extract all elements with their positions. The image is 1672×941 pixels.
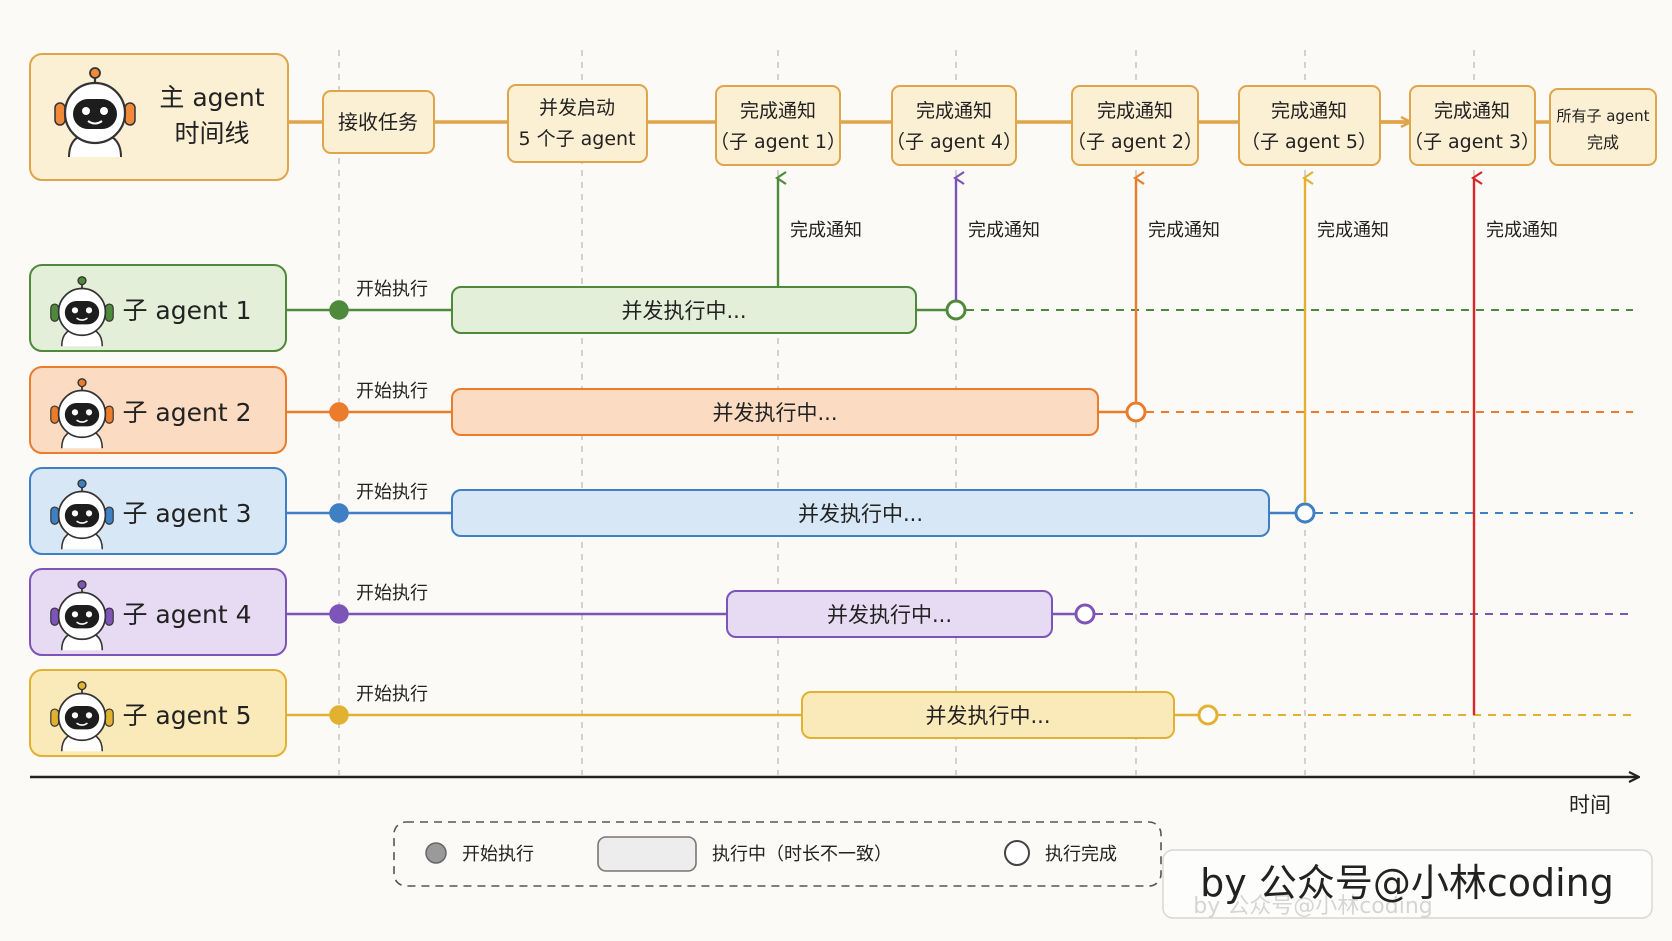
- sub-agent-running-bar: [801, 691, 1175, 739]
- sub-agent-row-3: 子 agent 3 开始执行并发执行中...: [29, 467, 1633, 555]
- notify-arrow-5: 完成通知: [1471, 171, 1558, 715]
- main-step-notify-agent-5: 完成通知 （子 agent 5）: [1238, 85, 1381, 166]
- sub-agent-label: 子 agent 3: [122, 499, 251, 528]
- main-step-receive-task: 接收任务: [322, 90, 435, 154]
- sub-agent-label: 子 agent 4: [122, 600, 251, 629]
- main-step-notify-agent-4: 完成通知 （子 agent 4）: [886, 85, 1022, 166]
- sub-agent-start-dot: [329, 705, 349, 725]
- legend-running-label: 执行中（时长不一致）: [712, 844, 892, 865]
- main-step-all-done: 所有子 agent 完成: [1549, 88, 1657, 166]
- main-agent-title-line2: 时间线: [174, 119, 249, 148]
- sub-agent-row-2: 子 agent 2 开始执行并发执行中...: [29, 366, 1633, 454]
- sub-agent-start-dot: [329, 604, 349, 624]
- step-label-line2: （子 agent 1）: [710, 131, 846, 153]
- time-axis-label: 时间: [1569, 793, 1611, 817]
- watermark-text: by 公众号@小林coding: [1200, 861, 1614, 905]
- watermark-echo: by 公众号@小林coding: [1193, 894, 1433, 919]
- legend-start-label: 开始执行: [462, 844, 534, 865]
- sub-agent-done-circle: [1125, 401, 1147, 423]
- notify-arrow-label: 完成通知: [968, 220, 1040, 241]
- sub-agent-running-label: 并发执行中...: [798, 502, 923, 526]
- notify-arrow-3: 完成通知: [1133, 171, 1220, 402]
- sub-agent-start-label: 开始执行: [356, 381, 428, 402]
- step-label-line2: （子 agent 5）: [1241, 131, 1377, 153]
- step-label-line1: 完成通知: [1271, 100, 1347, 122]
- sub-agent-start-label: 开始执行: [356, 482, 428, 503]
- sub-agent-row-1: 子 agent 1 开始执行并发执行中...: [29, 264, 1633, 352]
- step-label-line2: 5 个子 agent: [518, 128, 635, 150]
- sub-agent-running-bar: [451, 489, 1270, 537]
- step-label: 接收任务: [338, 110, 418, 134]
- sub-agent-done-circle: [1197, 704, 1219, 726]
- sub-agent-running-bar: [726, 590, 1053, 638]
- sub-agent-label: 子 agent 2: [122, 398, 251, 427]
- sub-agent-running-bar: [451, 388, 1099, 436]
- notify-arrow-label: 完成通知: [790, 220, 862, 241]
- legend-done-icon: [1004, 840, 1030, 866]
- main-agent-card: 主 agent 时间线: [29, 53, 289, 181]
- main-step-notify-agent-1: 完成通知 （子 agent 1）: [710, 85, 846, 166]
- sub-agent-start-dot: [329, 300, 349, 320]
- sub-agent-row-4: 子 agent 4 开始执行并发执行中...: [29, 568, 1633, 656]
- sub-agent-done-circle: [945, 299, 967, 321]
- notify-arrow-2: 完成通知: [953, 171, 1040, 300]
- step-label-line1: 完成通知: [916, 100, 992, 122]
- notify-arrow-label: 完成通知: [1486, 220, 1558, 241]
- sub-agent-running-label: 并发执行中...: [827, 603, 952, 627]
- sub-agent-running-label: 并发执行中...: [712, 401, 837, 425]
- sub-agent-robot-icon: [50, 276, 114, 347]
- sub-agent-running-bar: [451, 286, 917, 334]
- step-label-line2: （子 agent 3）: [1404, 131, 1540, 153]
- sub-agent-label: 子 agent 1: [122, 296, 251, 325]
- main-step-notify-agent-2: 完成通知 （子 agent 2）: [1067, 85, 1203, 166]
- legend-done-label: 执行完成: [1045, 844, 1117, 865]
- step-label-line1: 完成通知: [740, 100, 816, 122]
- legend-running-icon: [597, 836, 697, 872]
- step-label-line1: 完成通知: [1434, 100, 1510, 122]
- sub-agent-start-dot: [329, 503, 349, 523]
- step-label-line2: 完成: [1587, 133, 1619, 152]
- sub-agent-robot-icon: [50, 580, 114, 651]
- notify-arrow-4: 完成通知: [1302, 171, 1389, 503]
- sub-agent-row-5: 子 agent 5 开始执行并发执行中...: [29, 669, 1633, 757]
- notify-arrow-label: 完成通知: [1317, 220, 1389, 241]
- sub-agent-start-label: 开始执行: [356, 684, 428, 705]
- sub-agent-start-label: 开始执行: [356, 583, 428, 604]
- sub-agent-done-circle: [1294, 502, 1316, 524]
- sub-agent-robot-icon: [50, 479, 114, 550]
- sub-agent-start-label: 开始执行: [356, 279, 428, 300]
- sub-agent-label: 子 agent 5: [122, 701, 251, 730]
- sub-agent-start-dot: [329, 402, 349, 422]
- main-agent-title-line1: 主 agent: [159, 83, 264, 112]
- time-axis: 时间: [30, 777, 1638, 817]
- main-step-launch-agents: 并发启动 5 个子 agent: [507, 84, 648, 163]
- sub-agent-running-label: 并发执行中...: [621, 299, 746, 323]
- notify-arrow-label: 完成通知: [1148, 220, 1220, 241]
- sub-agent-robot-icon: [50, 378, 114, 449]
- main-agent-robot-icon: [54, 67, 136, 158]
- watermark: by 公众号@小林coding by 公众号@小林coding: [1162, 849, 1653, 919]
- step-label-line2: （子 agent 2）: [1067, 131, 1203, 153]
- main-step-notify-agent-3: 完成通知 （子 agent 3）: [1404, 85, 1540, 166]
- notify-arrow-1: 完成通知: [775, 171, 862, 287]
- legend-box: [393, 821, 1162, 887]
- step-label-line1: 并发启动: [539, 97, 615, 119]
- step-label-line1: 所有子 agent: [1556, 107, 1649, 125]
- sub-agent-robot-icon: [50, 681, 114, 752]
- completion-notification-arrows: 完成通知 完成通知 完成通知 完成通知 完成通知: [775, 171, 1558, 715]
- watermark-box: [1162, 849, 1653, 919]
- legend-start-icon: [425, 842, 447, 864]
- main-agent-timeline: 主 agent 时间线 接收任务 并发启动 5 个子 agent 完成通知 （子…: [29, 53, 1657, 181]
- step-label-line2: （子 agent 4）: [886, 131, 1022, 153]
- sub-agent-running-label: 并发执行中...: [925, 704, 1050, 728]
- sub-agent-done-circle: [1074, 603, 1096, 625]
- step-label-line1: 完成通知: [1097, 100, 1173, 122]
- legend: 开始执行 执行中（时长不一致） 执行完成: [393, 821, 1162, 887]
